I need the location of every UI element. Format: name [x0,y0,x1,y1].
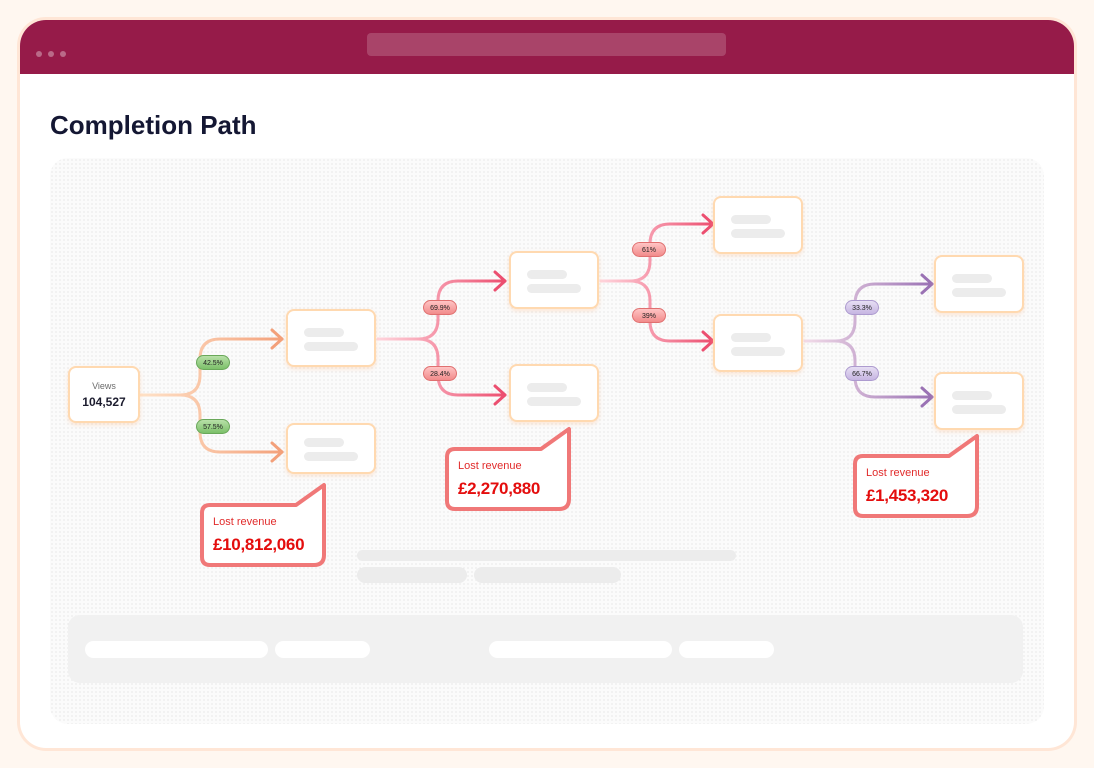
step-node[interactable] [713,196,803,254]
placeholder-line [527,397,581,406]
split-badge-c2: 39% [632,308,666,323]
lost-revenue-value: £2,270,880 [458,479,541,498]
split-badge-d1: 33.3% [845,300,879,315]
views-value: 104,527 [82,395,126,409]
placeholder-line [304,342,358,351]
minimize-dot-icon[interactable] [48,51,54,57]
page-title: Completion Path [50,110,257,140]
placeholder-line [731,215,771,224]
lost-revenue-label: Lost revenue [458,460,522,472]
skeleton-bar [679,641,774,658]
arrowhead-b2-icon [493,384,507,406]
lost-revenue-label: Lost revenue [866,467,930,479]
skeleton-bar [275,641,370,658]
skeleton-bar [489,641,672,658]
split-badge-d2: 66.7% [845,366,879,381]
lost-revenue-callout[interactable]: Lost revenue £2,270,880 [445,427,572,511]
placeholder-line [952,391,992,400]
arrowhead-a1-icon [270,328,284,350]
step-node[interactable] [934,372,1024,430]
address-bar[interactable] [367,33,726,56]
close-dot-icon[interactable] [36,51,42,57]
placeholder-line [731,333,771,342]
skeleton-bar [85,641,268,658]
lost-revenue-callout[interactable]: Lost revenue £10,812,060 [200,483,327,567]
placeholder-line [952,288,1006,297]
arrowhead-d1-icon [920,273,934,295]
step-node[interactable] [509,251,599,309]
placeholder-line [527,383,567,392]
step-node[interactable] [713,314,803,372]
lost-revenue-value: £10,812,060 [213,535,305,554]
maximize-dot-icon[interactable] [60,51,66,57]
window-controls [36,44,72,62]
bottom-panel [68,615,1023,683]
views-node[interactable]: Views 104,527 [68,366,140,423]
title-bar [20,20,1074,74]
callout-shape [445,427,571,511]
placeholder-line [527,284,581,293]
skeleton-bar [357,567,467,583]
placeholder-line [952,274,992,283]
flow-canvas: Views 104,527 [50,158,1044,724]
callout-shape [200,483,326,567]
skeleton-bar [474,567,621,583]
split-badge-b2: 28.4% [423,366,457,381]
split-badge-c1: 61% [632,242,666,257]
placeholder-line [731,347,785,356]
lost-revenue-callout[interactable]: Lost revenue £1,453,320 [853,434,980,518]
step-node[interactable] [509,364,599,422]
split-badge-a1: 42.5% [196,355,230,370]
step-node[interactable] [934,255,1024,313]
step-node[interactable] [286,309,376,367]
split-badge-a2: 57.5% [196,419,230,434]
app-window: Completion Path [20,20,1074,748]
arrowhead-a2-icon [270,441,284,463]
arrowhead-d2-icon [920,386,934,408]
skeleton-bar [357,550,736,561]
placeholder-line [731,229,785,238]
placeholder-line [304,452,358,461]
arrowhead-b1-icon [493,270,507,292]
placeholder-line [304,328,344,337]
split-badge-b1: 69.9% [423,300,457,315]
placeholder-line [304,438,344,447]
placeholder-line [527,270,567,279]
placeholder-line [952,405,1006,414]
callout-shape [853,434,979,518]
lost-revenue-value: £1,453,320 [866,486,949,505]
step-node[interactable] [286,423,376,474]
views-label: Views [92,381,116,391]
lost-revenue-label: Lost revenue [213,516,277,528]
